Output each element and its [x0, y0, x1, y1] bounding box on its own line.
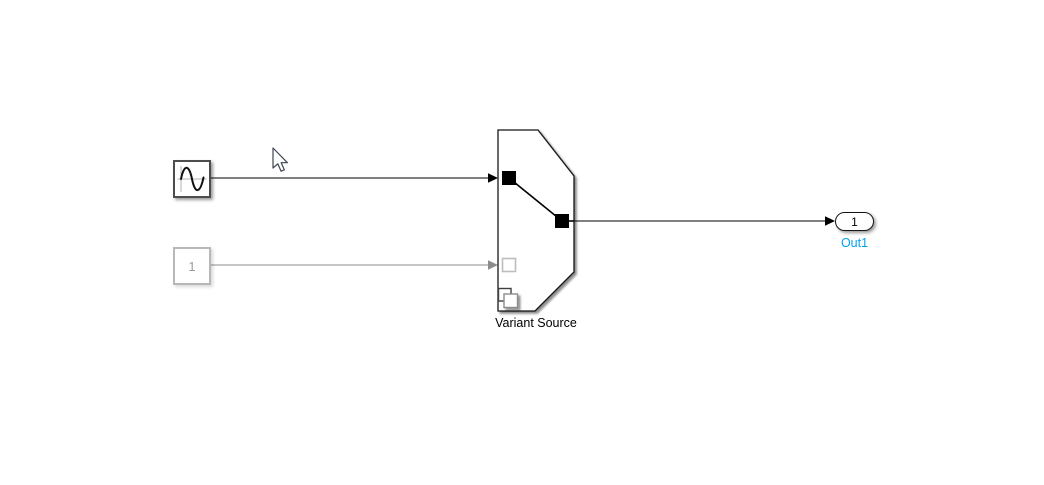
mouse-cursor-icon [272, 147, 288, 172]
variant-source-label[interactable]: Variant Source [495, 316, 577, 330]
arrowhead-icon [825, 216, 835, 226]
signal-line-constant-to-variant[interactable] [211, 260, 498, 270]
sine-wave-block[interactable] [173, 160, 211, 198]
arrowhead-icon [488, 260, 498, 270]
variant-source-block[interactable] [488, 120, 598, 330]
input-port-2-marker[interactable] [501, 257, 517, 273]
variant-source-shape[interactable] [497, 129, 575, 312]
signal-line-sine-to-variant[interactable] [211, 173, 498, 183]
input-port-1-marker[interactable] [502, 171, 516, 185]
sine-wave-icon [177, 166, 207, 192]
constant-block[interactable]: 1 [173, 247, 211, 285]
out1-block[interactable]: 1 [835, 212, 874, 231]
variant-badge-icon[interactable] [497, 287, 519, 309]
constant-value: 1 [188, 258, 196, 274]
out1-label[interactable]: Out1 [840, 236, 869, 250]
output-port-marker[interactable] [555, 214, 569, 228]
active-path-line [508, 177, 563, 222]
signal-line-variant-to-out1[interactable] [574, 216, 835, 226]
out1-port-number: 1 [851, 214, 858, 229]
arrowhead-icon [488, 173, 498, 183]
badge-front-square [503, 293, 519, 309]
